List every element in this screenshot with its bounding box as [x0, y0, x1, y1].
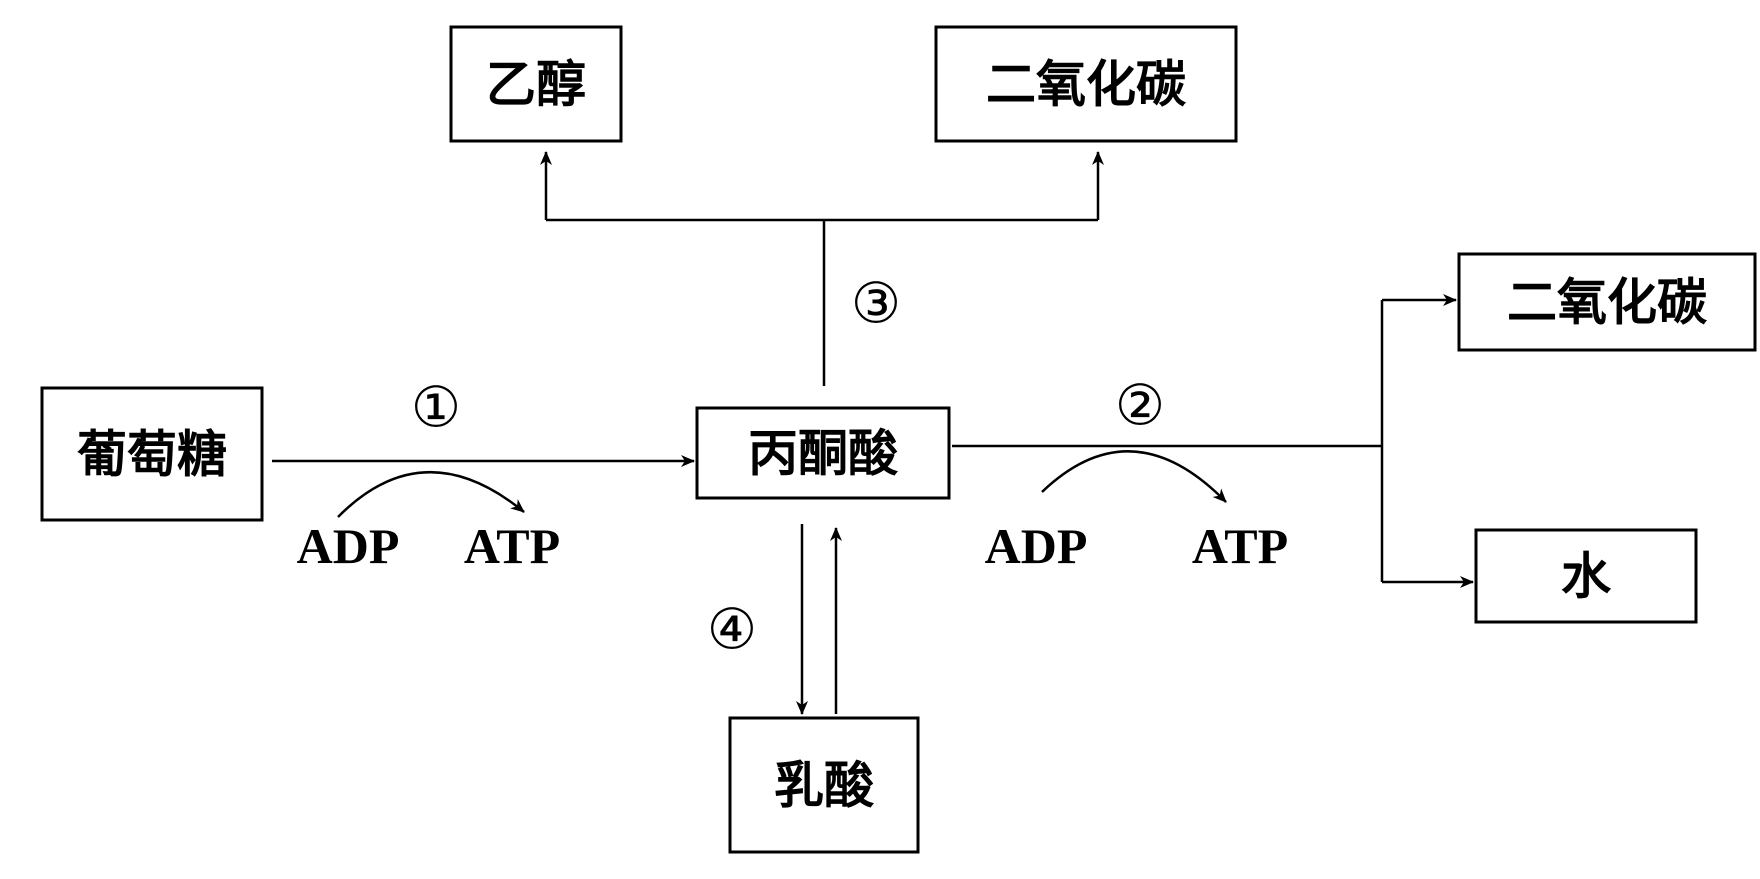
node-co2-top: 二氧化碳 [934, 25, 1238, 143]
atp-arrow-1 [337, 471, 525, 518]
node-co2-right: 二氧化碳 [1457, 252, 1757, 352]
node-water: 水 [1474, 528, 1698, 624]
node-glucose-label: 葡萄糖 [77, 425, 227, 484]
adp-label-1: ADP [297, 518, 400, 574]
step-2-label: ② [1115, 374, 1165, 439]
atp-arrow-2 [1041, 450, 1227, 503]
step-3-label: ③ [851, 272, 901, 337]
node-glucose: 葡萄糖 [40, 386, 264, 522]
node-pyruvate: 丙酮酸 [695, 406, 951, 500]
node-ethanol-label: 乙醇 [486, 55, 586, 114]
step-4-label: ④ [707, 598, 757, 663]
adp-label-2: ADP [985, 518, 1088, 574]
node-water-label: 水 [1561, 547, 1612, 606]
node-pyruvate-label: 丙酮酸 [748, 424, 899, 483]
atp-label-2: ATP [1192, 518, 1288, 574]
node-lactate: 乳酸 [728, 716, 920, 854]
node-ethanol: 乙醇 [449, 25, 623, 143]
step-1-label: ① [411, 376, 461, 441]
atp-label-1: ATP [464, 518, 560, 574]
node-co2-right-label: 二氧化碳 [1507, 273, 1708, 332]
node-co2-top-label: 二氧化碳 [986, 55, 1187, 114]
node-lactate-label: 乳酸 [774, 756, 875, 815]
